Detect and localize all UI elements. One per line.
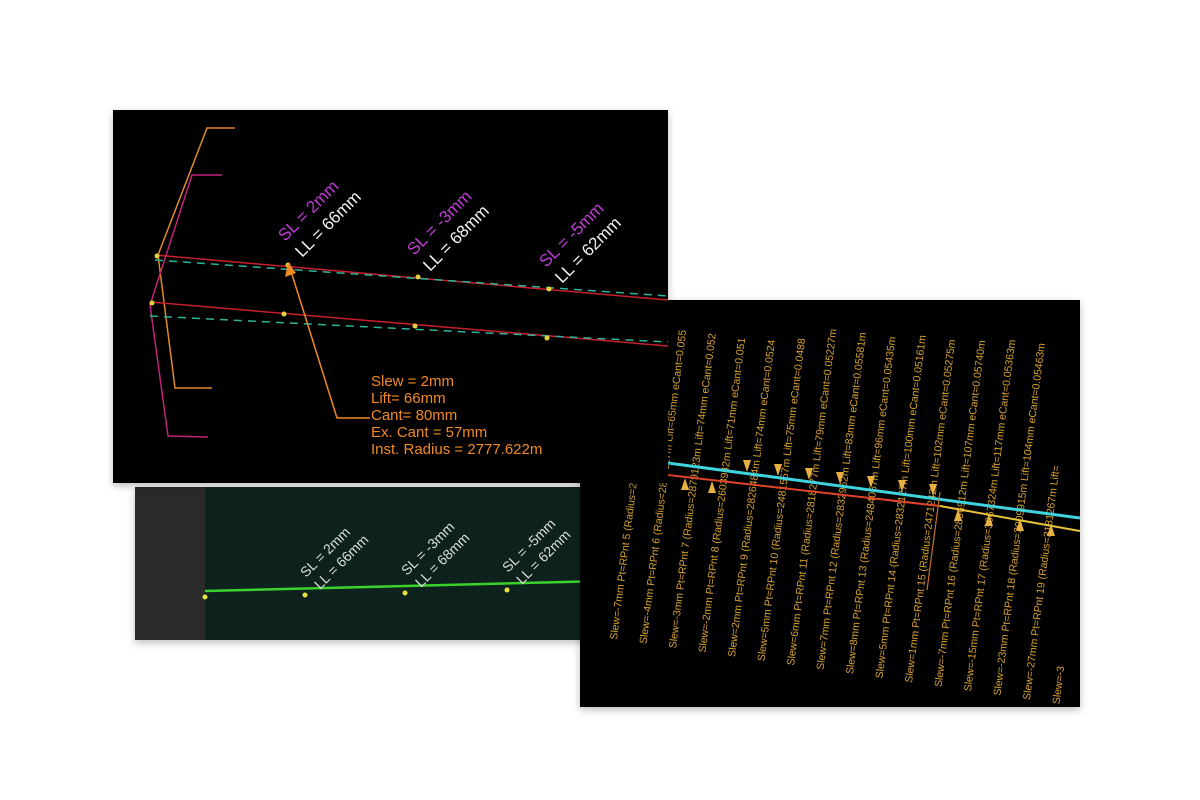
callout-arrowhead-icon xyxy=(285,262,296,277)
offset-leader-line xyxy=(926,491,941,591)
design-rail-right xyxy=(149,301,669,347)
callout-lift: Lift= 66mm xyxy=(371,390,446,407)
profile-view-sidebar xyxy=(135,487,205,640)
profile-view-background xyxy=(135,487,605,640)
profile-line xyxy=(204,579,605,593)
annotation-label: Slew=-3 xyxy=(1051,665,1068,705)
survey-point xyxy=(149,300,155,306)
survey-point xyxy=(154,253,160,259)
track-marker-icon xyxy=(1047,524,1055,536)
design-cross-section xyxy=(149,174,222,438)
design-track-line xyxy=(667,474,941,507)
callout-inst-radius: Inst. Radius = 2777.622m xyxy=(371,441,542,458)
track-marker-icon xyxy=(1016,519,1024,531)
track-marker-icon xyxy=(774,464,782,476)
survey-point xyxy=(546,286,552,292)
track-marker-icon xyxy=(681,478,689,490)
profile-view-panel xyxy=(135,487,605,640)
track-marker-icon xyxy=(805,468,813,480)
existing-rail-left xyxy=(154,259,669,297)
track-marker-icon xyxy=(985,514,993,526)
profile-point xyxy=(504,587,510,593)
track-markers xyxy=(681,460,1055,536)
track-marker-icon xyxy=(929,484,937,496)
profile-point xyxy=(302,592,308,598)
callout-existing-cant: Ex. Cant = 57mm xyxy=(371,424,487,441)
callout-cant: Cant= 80mm xyxy=(371,407,457,424)
survey-point xyxy=(415,274,421,280)
existing-track-line xyxy=(667,461,1080,520)
track-marker-icon xyxy=(743,460,751,472)
track-marker-icon xyxy=(708,481,716,493)
survey-point xyxy=(412,323,418,329)
survey-point xyxy=(544,335,550,341)
track-marker-icon xyxy=(954,509,962,521)
track-marker-icon xyxy=(836,472,844,484)
survey-point xyxy=(281,311,287,317)
design-track-line xyxy=(939,505,1080,532)
callout-leader xyxy=(289,267,370,419)
existing-rail-right xyxy=(149,315,669,343)
track-marker-icon xyxy=(898,480,906,492)
profile-point xyxy=(402,590,408,596)
track-marker-icon xyxy=(867,476,875,488)
callout-slew: Slew = 2mm xyxy=(371,373,454,390)
plan-view-panel xyxy=(113,110,668,483)
profile-point xyxy=(202,594,208,600)
